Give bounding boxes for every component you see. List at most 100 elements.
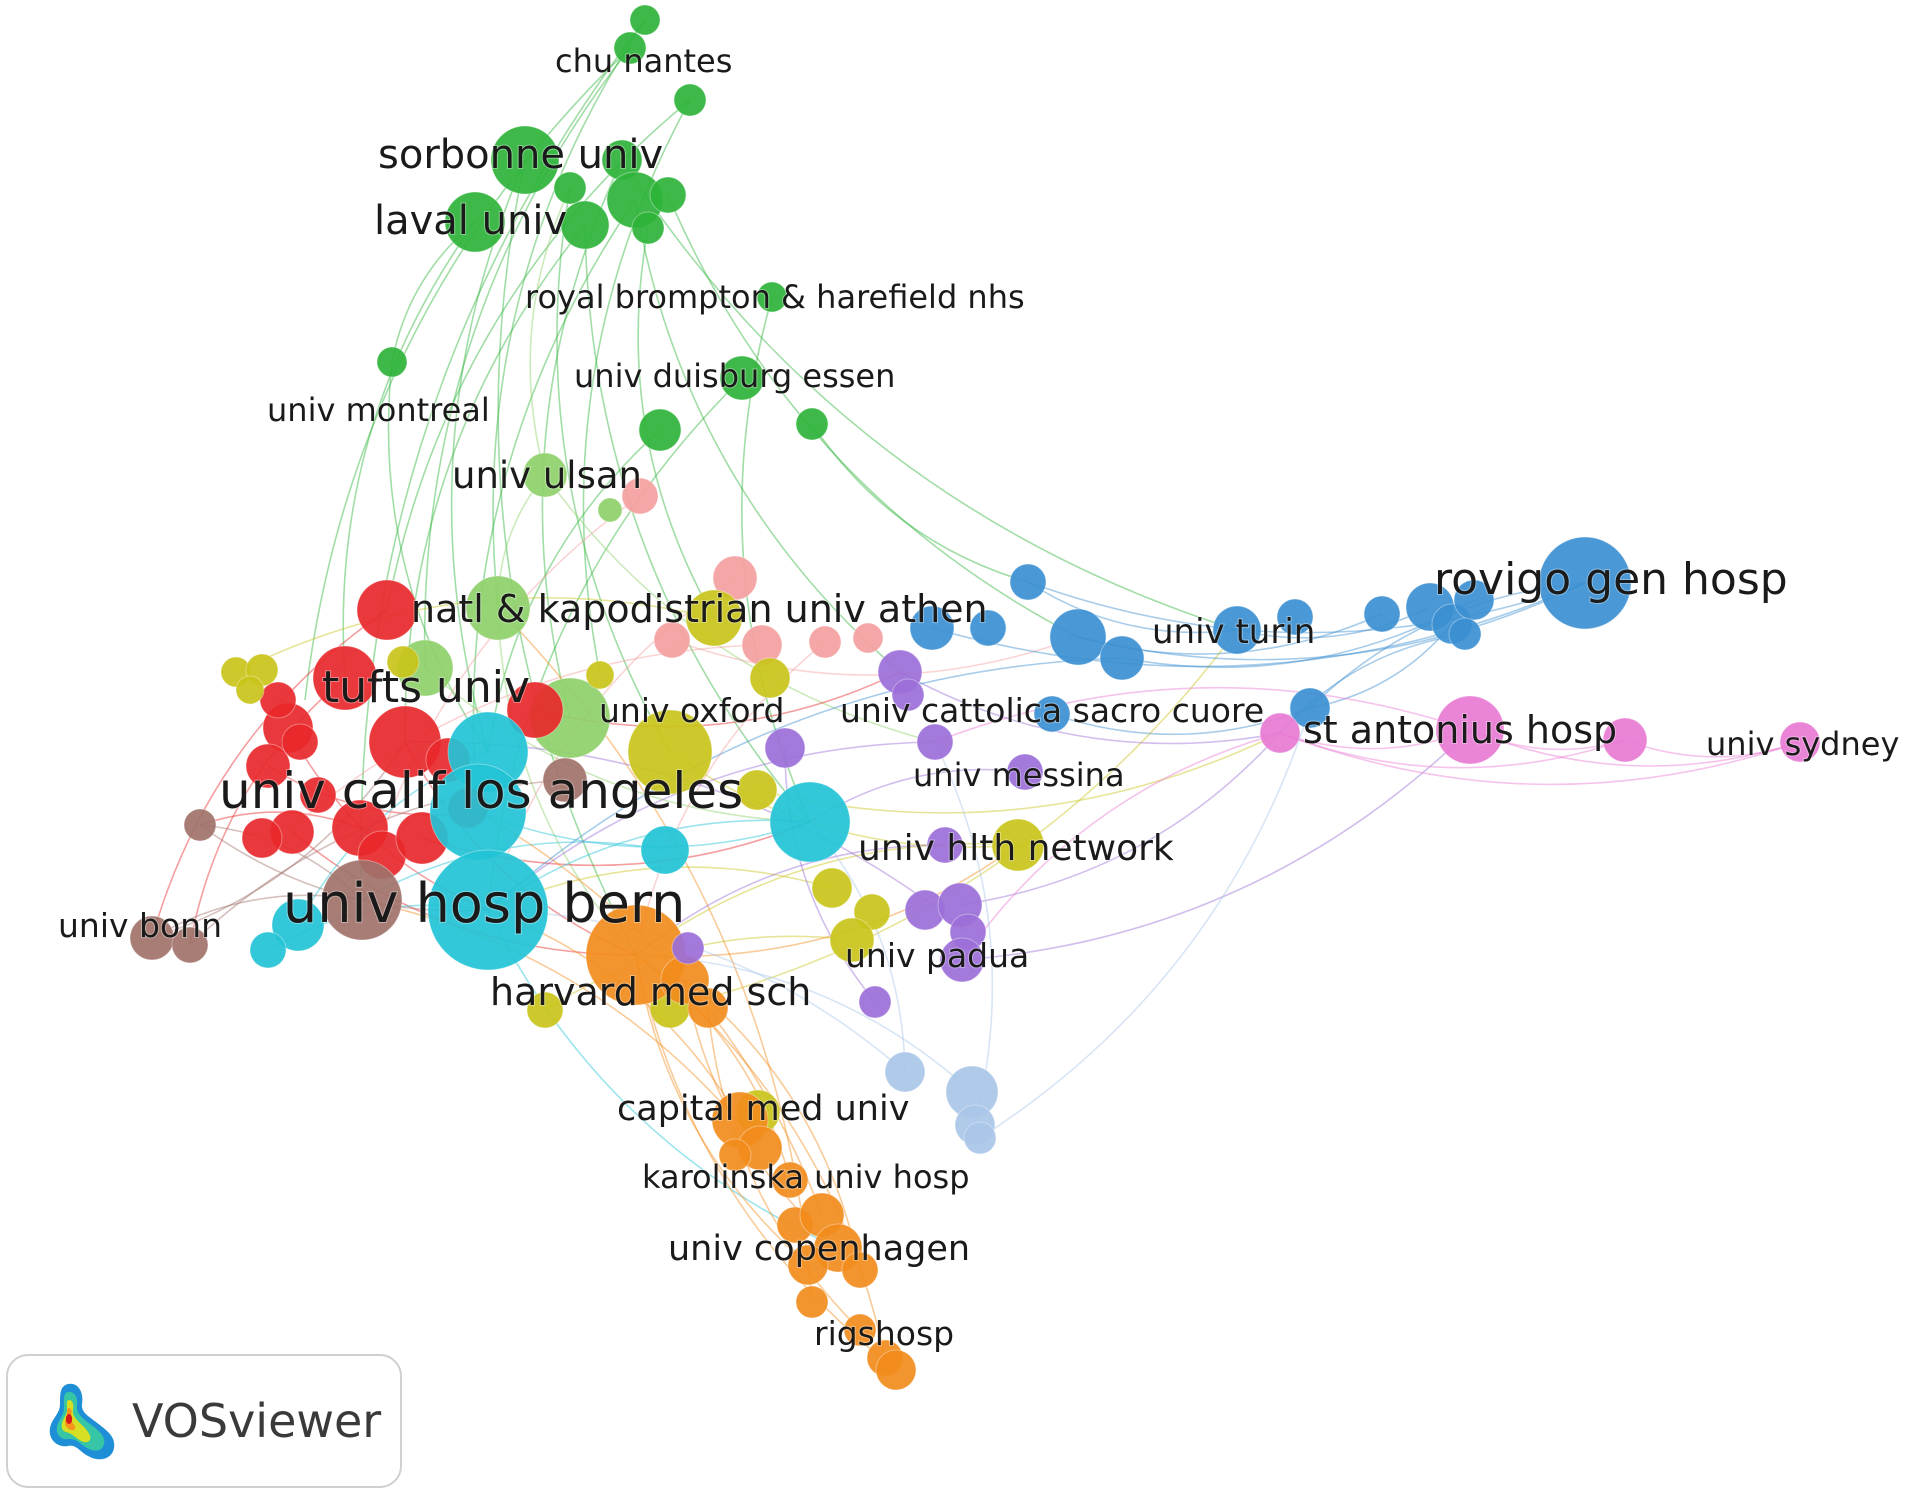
network-node[interactable] — [183, 808, 217, 842]
network-link — [669, 629, 1238, 1009]
network-node[interactable] — [638, 408, 682, 452]
network-node[interactable] — [299, 776, 337, 814]
network-node[interactable] — [884, 1051, 926, 1093]
network-node[interactable] — [1006, 753, 1044, 791]
node-label: univ hosp bern — [283, 872, 685, 935]
network-node[interactable] — [756, 281, 788, 313]
network-link — [487, 741, 936, 911]
network-node[interactable] — [843, 1313, 877, 1347]
network-link — [189, 677, 346, 946]
network-node[interactable] — [444, 191, 506, 253]
network-node[interactable] — [1779, 721, 1821, 763]
network-node[interactable] — [787, 1244, 829, 1286]
network-node[interactable] — [171, 926, 209, 964]
network-node[interactable] — [376, 346, 408, 378]
network-node[interactable] — [909, 605, 955, 651]
network-node[interactable] — [259, 681, 297, 719]
network-node[interactable] — [281, 723, 319, 761]
network-node[interactable] — [312, 645, 378, 711]
network-node[interactable] — [687, 987, 729, 1029]
network-node[interactable] — [271, 898, 325, 952]
network-node[interactable] — [673, 83, 707, 117]
network-node[interactable] — [427, 849, 549, 971]
network-node[interactable] — [1435, 695, 1505, 765]
network-link — [1236, 606, 1431, 639]
network-node[interactable] — [560, 200, 610, 250]
node-label: harvard med sch — [490, 970, 811, 1014]
network-node[interactable] — [321, 859, 403, 941]
network-node[interactable] — [1009, 563, 1047, 601]
network-node[interactable] — [613, 31, 647, 65]
network-node[interactable] — [1289, 687, 1331, 729]
network-node[interactable] — [808, 625, 842, 659]
network-node[interactable] — [671, 931, 705, 965]
network-node[interactable] — [718, 1138, 752, 1172]
network-node[interactable] — [629, 4, 661, 36]
network-node[interactable] — [522, 452, 568, 498]
network-node[interactable] — [506, 681, 564, 739]
network-node[interactable] — [1602, 717, 1648, 763]
network-node[interactable] — [245, 743, 291, 789]
network-node[interactable] — [585, 660, 615, 690]
network-node[interactable] — [795, 407, 829, 441]
network-node[interactable] — [1099, 635, 1145, 681]
network-link — [1279, 732, 1626, 769]
network-node[interactable] — [553, 171, 587, 205]
network-node[interactable] — [465, 575, 531, 641]
network-node[interactable] — [719, 355, 765, 401]
network-node[interactable] — [653, 621, 691, 659]
network-link — [487, 657, 1123, 911]
network-node[interactable] — [764, 727, 806, 769]
network-node[interactable] — [811, 867, 853, 909]
network-node[interactable] — [891, 678, 925, 712]
network-node[interactable] — [490, 125, 560, 195]
network-node[interactable] — [916, 723, 954, 761]
network-link — [784, 747, 876, 1003]
network-node[interactable] — [991, 818, 1045, 872]
network-link — [584, 224, 811, 823]
network-node[interactable] — [841, 1251, 879, 1289]
network-node[interactable] — [685, 589, 743, 647]
network-node[interactable] — [795, 1285, 829, 1319]
network-node[interactable] — [1276, 598, 1314, 636]
network-node[interactable] — [969, 609, 1007, 647]
network-node[interactable] — [1363, 595, 1401, 633]
network-node[interactable] — [627, 709, 713, 795]
network-node[interactable] — [1049, 608, 1107, 666]
network-link — [423, 47, 631, 669]
network-node[interactable] — [771, 1161, 809, 1199]
network-node[interactable] — [597, 497, 623, 523]
network-node[interactable] — [926, 826, 964, 864]
network-node[interactable] — [858, 985, 892, 1019]
node-layer — [129, 4, 1821, 1391]
network-node[interactable] — [1538, 536, 1632, 630]
network-node[interactable] — [1212, 605, 1262, 655]
network-node[interactable] — [736, 769, 778, 811]
network-node[interactable] — [1448, 617, 1482, 651]
network-node[interactable] — [542, 757, 588, 803]
brand-name: VOSviewer — [132, 1394, 382, 1448]
network-link — [304, 47, 631, 701]
network-node[interactable] — [621, 477, 659, 515]
network-node[interactable] — [875, 1349, 917, 1391]
network-node[interactable] — [249, 931, 287, 969]
network-node[interactable] — [235, 675, 265, 705]
network-node[interactable] — [356, 579, 418, 641]
node-label: karolinska univ hosp — [642, 1158, 970, 1196]
network-node[interactable] — [1453, 579, 1495, 621]
network-node[interactable] — [526, 991, 564, 1029]
network-node[interactable] — [769, 781, 851, 863]
network-node[interactable] — [640, 825, 690, 875]
network-node[interactable] — [241, 817, 283, 859]
network-node[interactable] — [939, 937, 985, 983]
network-node[interactable] — [386, 645, 420, 679]
network-node[interactable] — [1033, 695, 1071, 733]
network-node[interactable] — [963, 1121, 997, 1155]
network-node[interactable] — [1259, 712, 1301, 754]
network-node[interactable] — [829, 917, 875, 963]
network-node[interactable] — [649, 176, 687, 214]
network-node[interactable] — [749, 657, 791, 699]
network-node[interactable] — [852, 622, 884, 654]
network-link — [556, 187, 671, 753]
network-node[interactable] — [631, 211, 665, 245]
